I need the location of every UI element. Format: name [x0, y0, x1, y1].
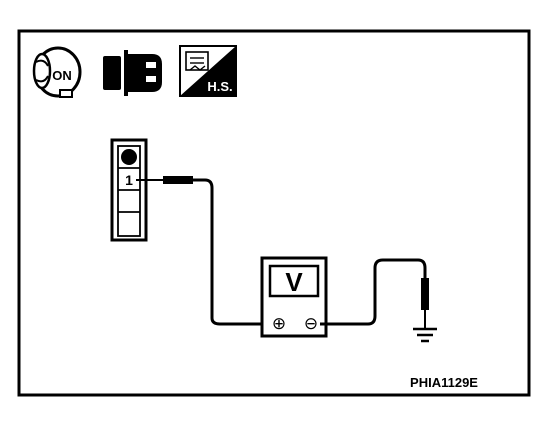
ground-symbol-icon — [413, 327, 437, 343]
positive-probe — [136, 176, 193, 184]
ignition-on-label: ON — [52, 68, 72, 83]
harness-side-label: H.S. — [207, 79, 232, 94]
harness-side-icon: H.S. — [179, 45, 237, 97]
negative-lead — [320, 258, 427, 326]
figure-code: PHIA1129E — [410, 375, 478, 390]
connector-disconnect-icon — [103, 50, 162, 96]
negative-terminal-icon: ⊖ — [304, 314, 318, 334]
voltmeter-display: V — [285, 267, 303, 297]
diagram-frame — [17, 29, 531, 397]
positive-terminal-icon: ⊕ — [272, 314, 286, 334]
connector-lock-icon — [121, 149, 137, 165]
ignition-key-icon: ON — [32, 46, 82, 98]
voltmeter: V ⊕ ⊖ — [260, 256, 328, 338]
positive-lead — [193, 178, 270, 326]
negative-probe — [421, 278, 429, 310]
terminal-label: 1 — [125, 172, 133, 188]
harness-connector: 1 — [110, 138, 148, 242]
